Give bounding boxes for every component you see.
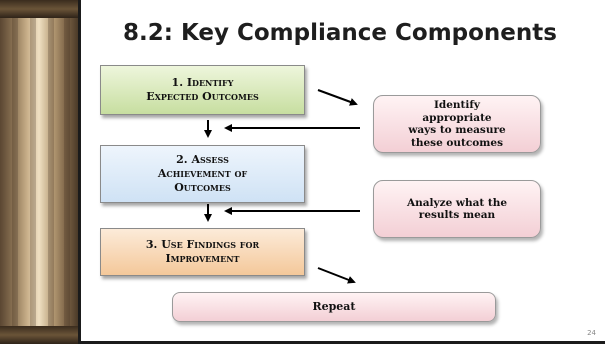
step-3-line-2: Improvement [165,252,240,265]
step-2-line-2: Achievement of [157,167,248,180]
step-2-line-3: Outcomes [174,181,231,194]
step-assess-achievement: 2. Assess Achievement of Outcomes [100,145,305,203]
arrow-step1-to-note1 [317,89,358,106]
note-1-line-1: Identify [433,99,481,111]
note-2-line-2: results mean [418,209,496,221]
bottom-border [78,341,605,344]
step-3-line-1: 3. Use Findings for [145,238,260,251]
step-1-line-2: Expected Outcomes [146,90,259,103]
note-1-line-2: appropriate [422,111,492,124]
arrow-step3-to-repeat [317,267,356,284]
note-measure-outcomes: Identify appropriate ways to measure the… [373,95,541,153]
step-use-findings: 3. Use Findings for Improvement [100,228,305,276]
repeat-box: Repeat [172,292,496,322]
step-1-line-1: 1. Identify [171,76,234,89]
step-2-line-1: 2. Assess [176,153,229,166]
page-number: 24 [587,329,596,337]
slide-title: 8.2: Key Compliance Components [123,20,557,46]
note-2-line-1: Analyze what the [406,196,508,209]
left-border [78,0,81,344]
note-analyze-results: Analyze what the results mean [373,180,541,238]
repeat-label: Repeat [312,299,356,313]
note-1-line-3: ways to measure [408,124,506,136]
step-identify-outcomes: 1. Identify Expected Outcomes [100,65,305,115]
note-1-line-4: these outcomes [411,136,503,149]
pillar-image [0,0,78,344]
